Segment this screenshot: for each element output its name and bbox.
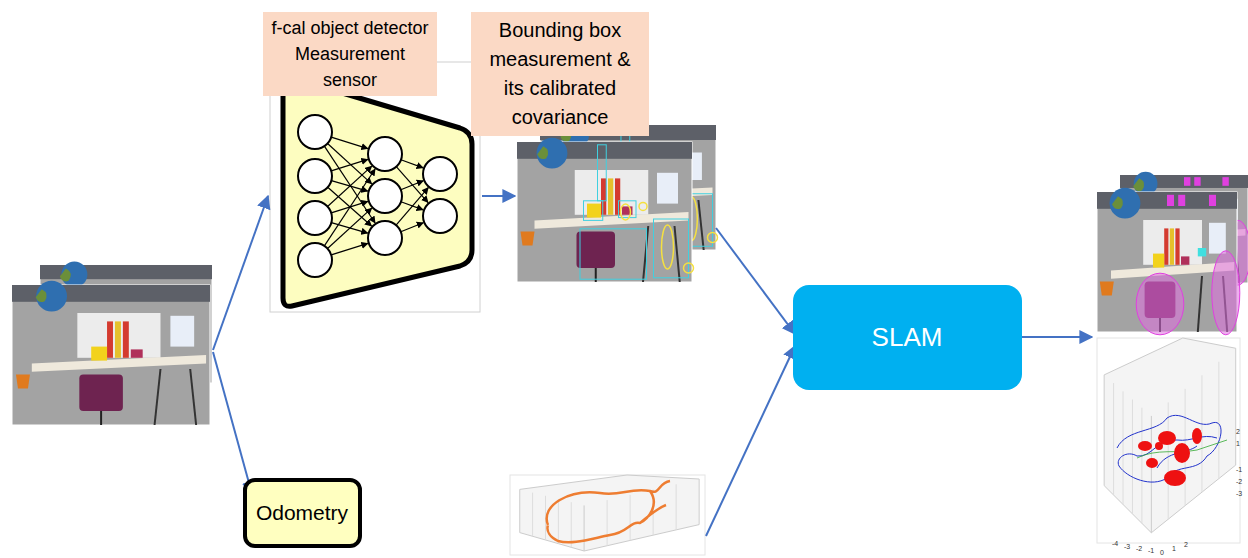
flow-arrow [482, 195, 515, 197]
axis-tick: -1 [1148, 547, 1154, 554]
stage-label: Bounding box measurement & its calibrate… [471, 12, 649, 136]
process-box: Odometry [243, 478, 362, 548]
node-text: SLAM [872, 319, 943, 357]
axis-tick: -4 [1112, 540, 1118, 547]
desk-photo [517, 138, 694, 282]
axis-tick: 1 [1172, 545, 1176, 552]
stage-label: f-cal object detector Measurement sensor [263, 12, 437, 96]
flow-arrow [706, 346, 795, 536]
flow-arrow [716, 228, 795, 334]
node-text: Odometry [256, 498, 348, 528]
axis-tick: -3 [1236, 490, 1242, 497]
network-icon [270, 62, 480, 312]
flow-arrow [1022, 336, 1092, 338]
flow-arrow [213, 196, 268, 350]
axis-tick: 2 [1184, 541, 1188, 548]
axis-tick: -1 [1236, 466, 1242, 473]
node-text: Bounding box measurement & its calibrate… [477, 16, 643, 132]
process-box: SLAM [793, 285, 1022, 390]
axis-tick: 1 [1236, 440, 1240, 447]
axis-tick: 2 [1236, 428, 1240, 435]
axis-tick: -2 [1136, 545, 1142, 552]
desk-photo [1097, 188, 1240, 335]
axis-tick: -3 [1124, 543, 1130, 550]
photo-group [12, 121, 1248, 425]
node-text: f-cal object detector Measurement sensor [269, 15, 431, 93]
flow-arrow [213, 352, 252, 494]
desk-photo [12, 281, 210, 425]
axis-tick: -2 [1236, 478, 1242, 485]
axis-tick: 0 [1160, 549, 1164, 556]
